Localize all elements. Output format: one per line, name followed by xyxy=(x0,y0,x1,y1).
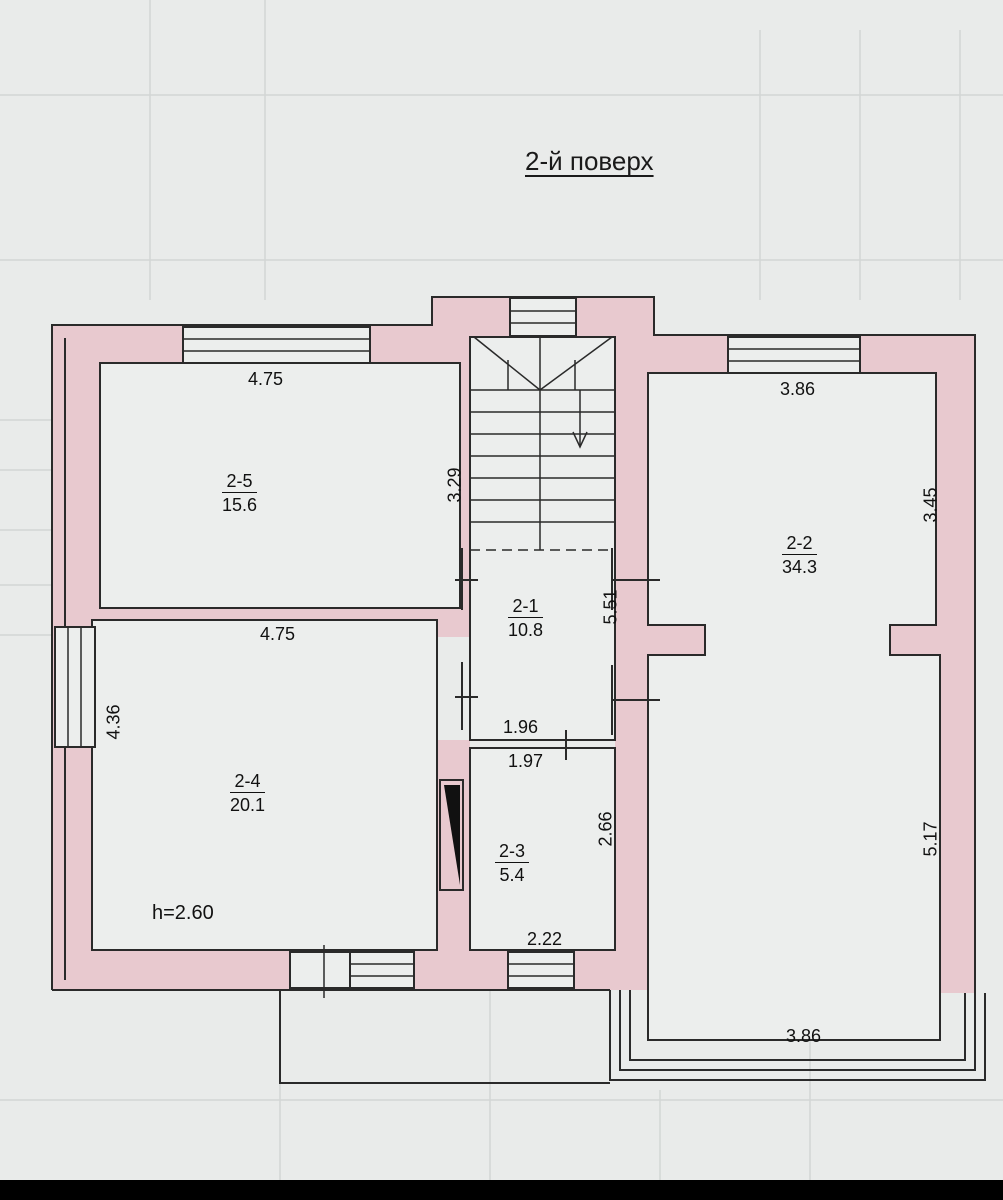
dim-2-2-width-top: 3.86 xyxy=(780,379,816,399)
window-2-4-west xyxy=(54,626,96,748)
room-2-3-outline xyxy=(469,747,616,951)
dim-2-1-length: 5.51 xyxy=(600,589,621,625)
terrace-outer xyxy=(609,990,986,1081)
balcony-outline xyxy=(279,990,610,1084)
wall-center-right xyxy=(615,335,648,990)
room-label-2-5: 2-5 15.6 xyxy=(222,472,258,515)
dim-2-4-depth: 4.36 xyxy=(103,704,124,740)
room-label-2-3: 2-3 5.4 xyxy=(495,842,530,885)
dim-2-3-width-top: 1.97 xyxy=(508,751,544,771)
chimney-outline xyxy=(439,779,464,891)
staircase xyxy=(470,336,615,551)
room-id: 2-2 xyxy=(782,534,818,555)
pier-left xyxy=(640,625,705,655)
screen-bottom-bar xyxy=(0,1180,1003,1200)
room-2-1-outline xyxy=(469,336,616,741)
dim-2-1-width: 1.96 xyxy=(503,717,539,737)
room-id: 2-4 xyxy=(230,772,266,793)
room-2-2-outline xyxy=(647,372,941,1041)
room-area: 15.6 xyxy=(222,495,258,515)
door-balcony xyxy=(289,951,351,989)
room-label-2-4: 2-4 20.1 xyxy=(230,772,266,815)
room-label-2-1: 2-1 10.8 xyxy=(508,597,544,640)
room-area: 20.1 xyxy=(230,795,266,815)
window-2-5 xyxy=(182,326,371,364)
dim-2-2-upper-depth: 3.45 xyxy=(920,487,941,523)
dim-2-4-width: 4.75 xyxy=(260,624,296,644)
wall-partition-25-24 xyxy=(95,605,470,623)
pier-right xyxy=(890,625,940,655)
room-area: 5.4 xyxy=(499,865,525,885)
room-area: 34.3 xyxy=(782,557,818,577)
window-2-3-south xyxy=(507,951,575,989)
window-2-2 xyxy=(727,336,861,374)
floor-title: 2-й поверх xyxy=(525,146,654,176)
room-2-4-outline xyxy=(91,619,438,951)
room-2-5-outline xyxy=(99,362,461,609)
chimney-fill xyxy=(444,785,460,885)
window-stair xyxy=(509,297,577,337)
wall-east xyxy=(936,335,976,993)
room-id: 2-5 xyxy=(222,472,258,493)
ceiling-height-label: h=2.60 xyxy=(152,902,214,924)
dim-2-3-width-bottom: 2.22 xyxy=(527,929,563,949)
dim-2-5-width: 4.75 xyxy=(248,369,284,389)
window-2-4-south xyxy=(349,951,415,989)
room-label-2-2: 2-2 34.3 xyxy=(782,534,818,577)
room-id: 2-3 xyxy=(495,842,530,863)
room-id: 2-1 xyxy=(508,597,544,618)
dim-2-2-lower-depth: 5.17 xyxy=(920,821,941,857)
dim-2-3-depth: 2.66 xyxy=(595,811,616,847)
dim-2-5-depth: 3.29 xyxy=(444,467,465,503)
dim-2-2-width-bottom: 3.86 xyxy=(786,1026,822,1046)
room-area: 10.8 xyxy=(508,620,544,640)
